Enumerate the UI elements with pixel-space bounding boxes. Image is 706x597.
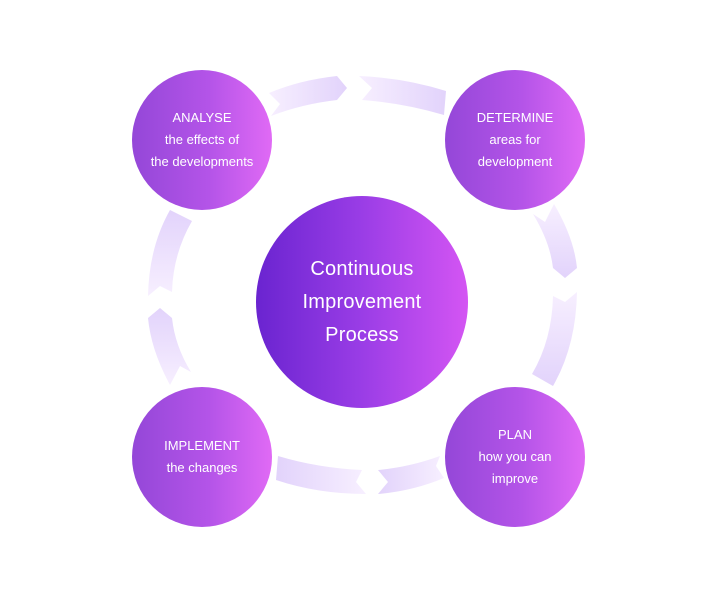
stage-description: development bbox=[477, 154, 553, 169]
stage-description: the developments bbox=[150, 154, 254, 169]
stage-description: the effects of bbox=[164, 132, 240, 147]
center-title-line: Improvement bbox=[302, 290, 422, 313]
stage-description: areas for bbox=[489, 132, 541, 147]
stage-title: ANALYSE bbox=[172, 110, 232, 125]
arrow-segment-right-top bbox=[533, 204, 577, 278]
arrow-segment-bottom-left bbox=[276, 456, 366, 494]
arrow-segment-top-right bbox=[359, 76, 446, 115]
stage-plan: PLAN how you can improve bbox=[445, 387, 585, 527]
stage-description: improve bbox=[491, 471, 539, 486]
stage-implement: IMPLEMENT the changes bbox=[132, 387, 272, 527]
stage-analyse: ANALYSE the effects of the developments bbox=[132, 70, 272, 210]
arrow-segment-top-left bbox=[269, 76, 347, 116]
stage-title: DETERMINE bbox=[476, 110, 554, 125]
arrow-segment-left-bottom bbox=[148, 308, 191, 385]
arrow-segment-bottom-right bbox=[378, 456, 444, 494]
stage-title: PLAN bbox=[498, 427, 532, 442]
center-title-circle: Continuous Improvement Process bbox=[256, 196, 468, 408]
center-title-line: Process bbox=[325, 323, 399, 346]
arrow-segment-left-top bbox=[148, 210, 192, 296]
stage-description: how you can bbox=[478, 449, 552, 464]
stage-determine: DETERMINE areas for development bbox=[445, 70, 585, 210]
stage-title: IMPLEMENT bbox=[164, 438, 240, 453]
stage-description: the changes bbox=[166, 460, 238, 475]
arrow-segment-right-bottom bbox=[532, 292, 577, 386]
center-title-line: Continuous bbox=[310, 257, 414, 280]
